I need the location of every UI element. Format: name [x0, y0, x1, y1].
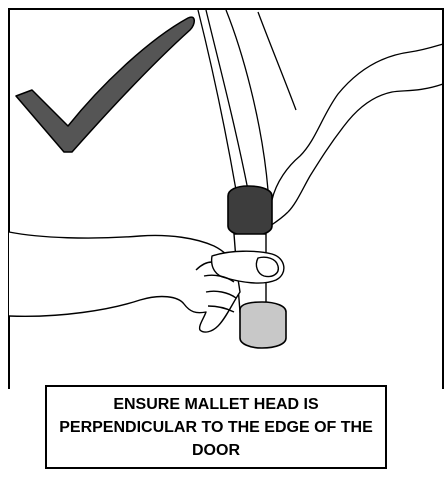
caption-box: ENSURE MALLET HEAD IS PERPENDICULAR TO T… — [45, 385, 387, 469]
panel-border — [9, 9, 443, 389]
checkmark-icon — [16, 17, 194, 152]
door-edge-lines — [198, 10, 268, 190]
caption-text: ENSURE MALLET HEAD IS PERPENDICULAR TO T… — [55, 393, 377, 462]
arm-illustration — [258, 12, 443, 226]
